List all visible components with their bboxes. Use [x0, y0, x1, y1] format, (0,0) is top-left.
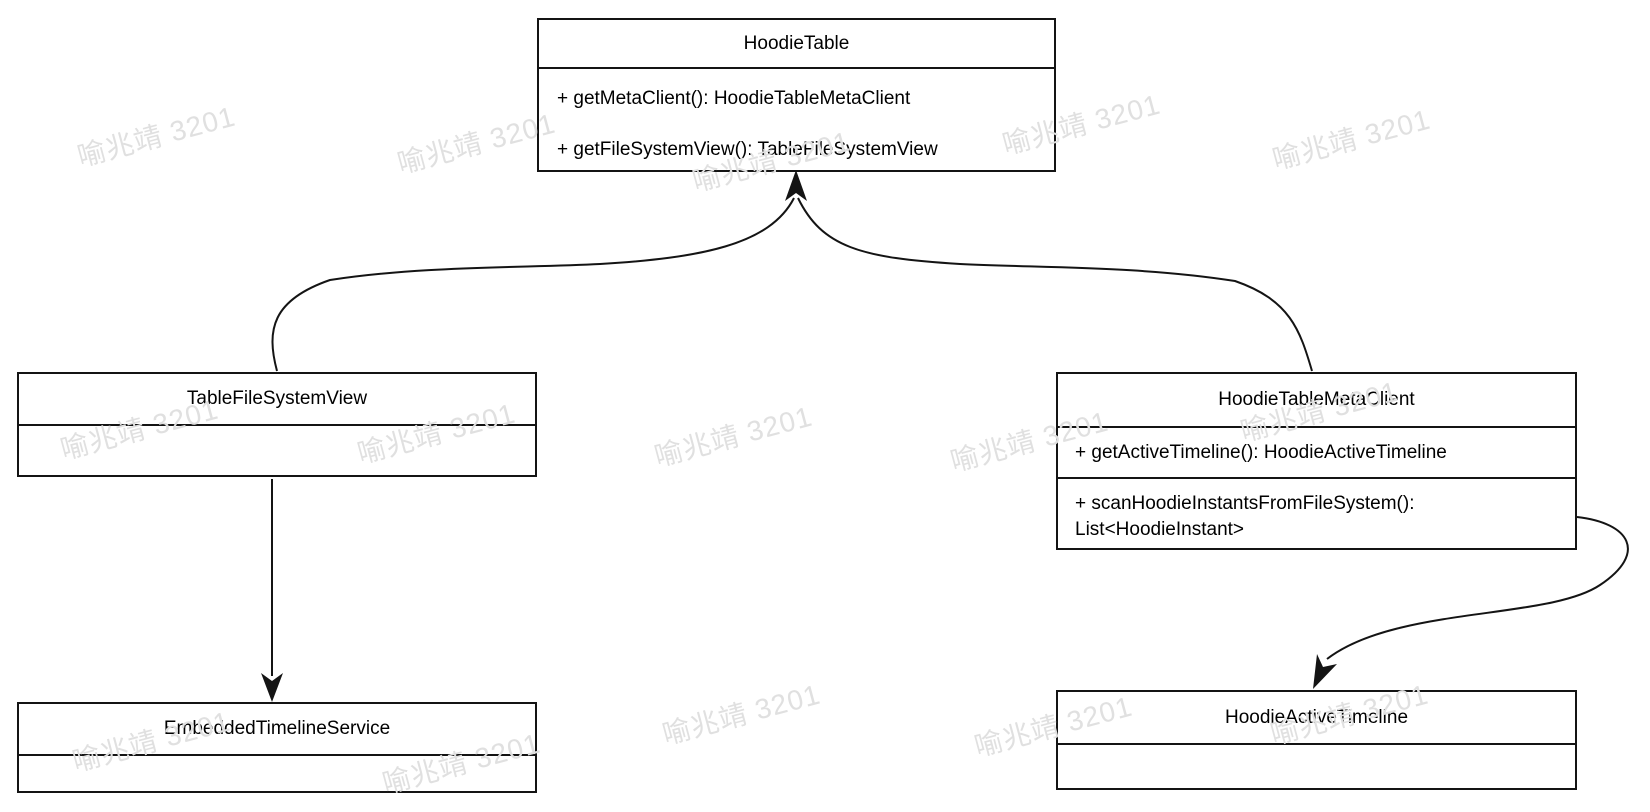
methods-compartment: + scanHoodieInstantsFromFileSystem(): Li…: [1058, 479, 1575, 543]
class-title: EmbeddedTimelineService: [19, 704, 535, 756]
method-label: + getMetaClient(): HoodieTableMetaClient: [557, 88, 911, 109]
arrowhead-down-icon: [261, 673, 283, 702]
class-title: HoodieTable: [539, 20, 1054, 69]
class-box-hoodietablemetaclient: HoodieTableMetaClient + getActiveTimelin…: [1056, 372, 1577, 550]
methods-compartment: + getActiveTimeline(): HoodieActiveTimel…: [1058, 428, 1575, 479]
arrowhead-up-icon: [785, 170, 807, 201]
arrow-tablefsv-to-hoodietable: [271, 197, 795, 372]
method-label: + getActiveTimeline(): HoodieActiveTimel…: [1075, 441, 1447, 463]
arrow-metaclient-to-hoodietable: [797, 197, 1313, 372]
arrowhead-down-left-icon: [1313, 654, 1337, 689]
class-box-tablefilesystemview: TableFileSystemView: [17, 372, 537, 477]
class-title: HoodieTableMetaClient: [1058, 374, 1575, 428]
arrow-metaclient-to-activetimeline: [1326, 516, 1629, 660]
class-box-hoodieactivetimeline: HoodieActiveTimeline: [1056, 690, 1577, 790]
class-box-hoodietable: HoodieTable + getMetaClient(): HoodieTab…: [537, 18, 1056, 172]
class-box-embeddedtimelineservice: EmbeddedTimelineService: [17, 702, 537, 793]
methods-compartment: + getMetaClient(): HoodieTableMetaClient…: [539, 69, 1054, 163]
method-label: + getFileSystemView(): TableFileSystemVi…: [557, 139, 938, 160]
class-title: HoodieActiveTimeline: [1058, 692, 1575, 745]
method-label: + scanHoodieInstantsFromFileSystem(): Li…: [1075, 493, 1415, 540]
class-title: TableFileSystemView: [19, 374, 535, 426]
